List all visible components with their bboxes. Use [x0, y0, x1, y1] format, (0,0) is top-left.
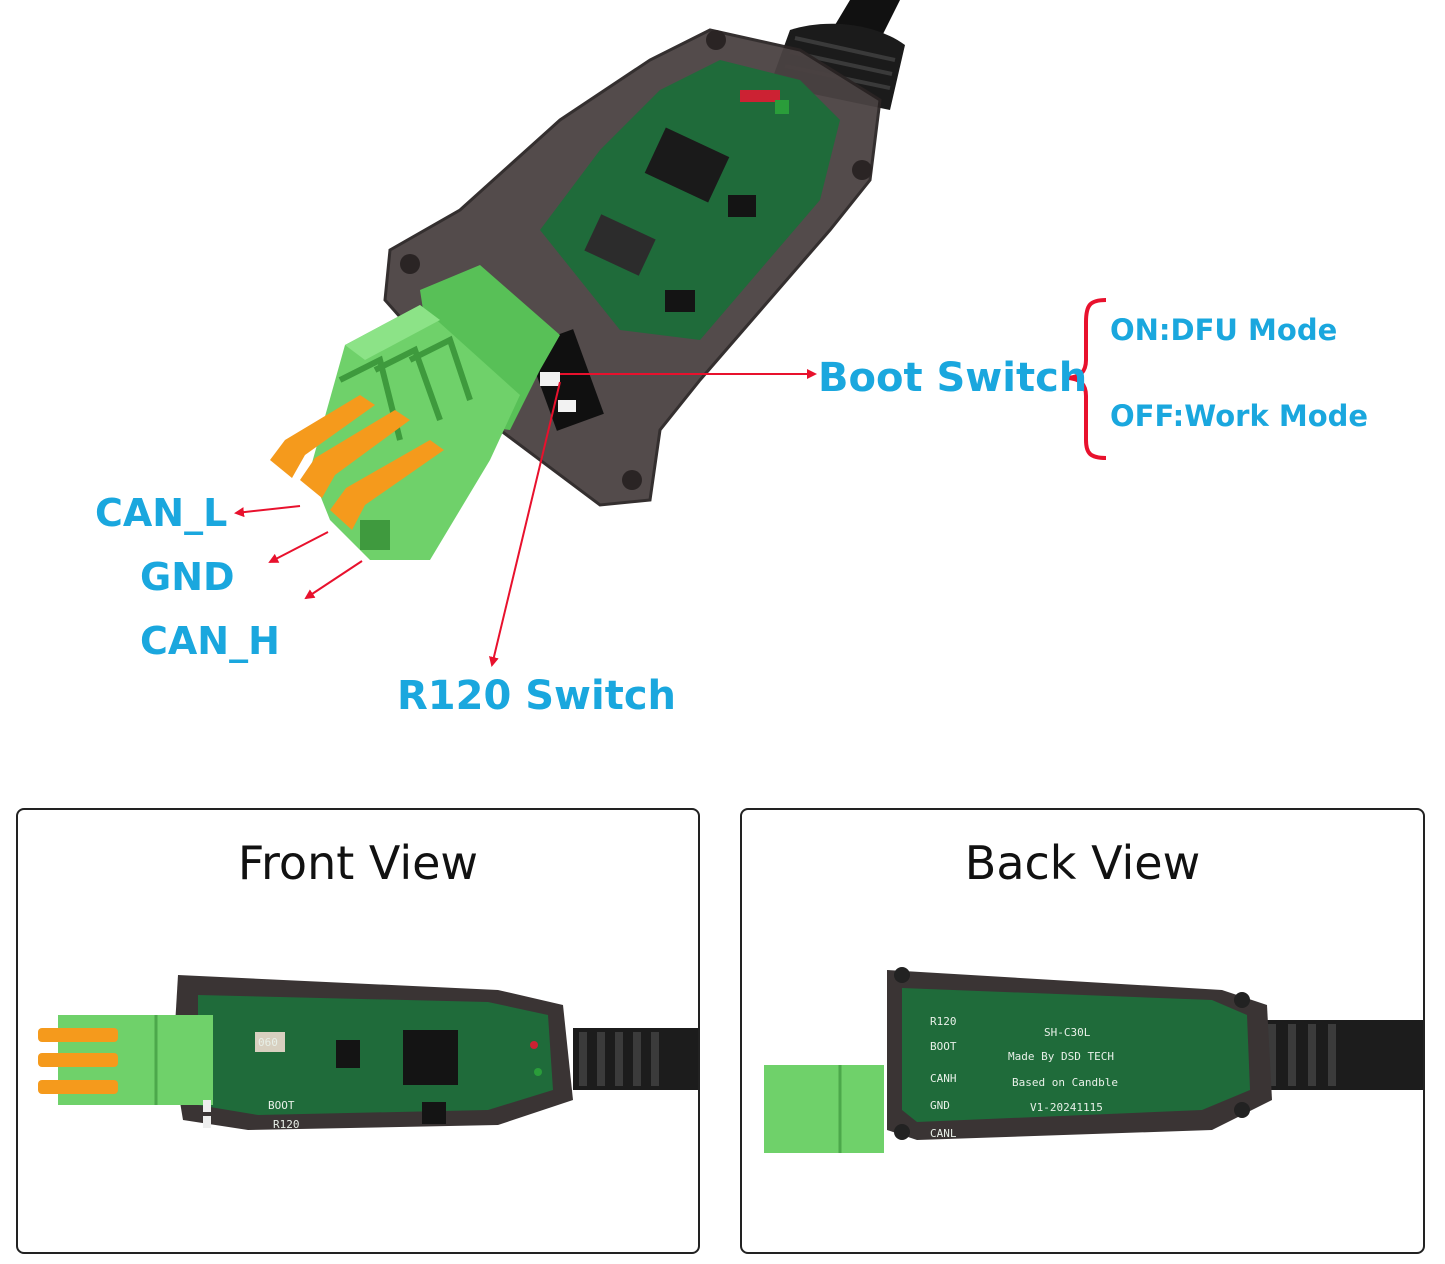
arrow-can-h [304, 560, 363, 600]
silk-r120: R120 [930, 1015, 957, 1028]
back-view-device: R120 BOOT CANH GND CANL SH-C30L Made By … [764, 967, 1423, 1153]
orange-levers [270, 395, 444, 530]
silk-r120: R120 [273, 1118, 300, 1131]
r120-switch-label: R120 Switch [397, 673, 677, 719]
silk-made-by: Made By DSD TECH [1008, 1050, 1114, 1063]
can-l-label: CAN_L [95, 491, 228, 535]
silk-model: SH-C30L [1044, 1026, 1091, 1039]
arrow-r120 [489, 381, 561, 667]
silk-boot: BOOT [268, 1099, 295, 1112]
transceiver-chip [665, 290, 695, 312]
silk-060: 060 [258, 1036, 278, 1049]
r120-switch-lever [558, 400, 576, 412]
silk-based-on: Based on Candble [1012, 1076, 1118, 1089]
boot-switch-label: Boot Switch [818, 355, 1088, 401]
top-device-diagram [234, 0, 1107, 667]
front-view-device: 060 BOOT R120 [38, 975, 698, 1131]
lever-can-h [38, 1080, 118, 1094]
terminal-block [764, 1065, 884, 1153]
callout-arrows [234, 369, 817, 667]
silk-boot: BOOT [930, 1040, 957, 1053]
silk-canl: CANL [930, 1127, 957, 1140]
boot-switch-lever [540, 372, 560, 386]
arrow-can-l [234, 505, 301, 518]
mcu-chip [403, 1030, 458, 1085]
regulator-chip [422, 1102, 446, 1124]
boot-on-label: ON:DFU Mode [1110, 313, 1338, 347]
regulator-chip [728, 195, 756, 217]
boot-options-brace [1067, 298, 1107, 460]
back-view-title: Back View [964, 836, 1201, 890]
arrow-gnd [268, 531, 329, 563]
front-view-title: Front View [237, 836, 479, 890]
gnd-label: GND [140, 555, 235, 599]
silk-version: V1-20241115 [1030, 1101, 1103, 1114]
silk-gnd: GND [930, 1099, 950, 1112]
can-chip [584, 214, 656, 276]
front-view-panel: 060 BOOT R120 Front View [16, 808, 700, 1254]
lever-can-l [38, 1028, 118, 1042]
mcu-chip [644, 127, 730, 203]
can-chip [336, 1040, 360, 1068]
boot-off-label: OFF:Work Mode [1110, 399, 1369, 433]
lever-gnd [38, 1053, 118, 1067]
can-h-label: CAN_H [140, 619, 280, 663]
silk-canh: CANH [930, 1072, 957, 1085]
pcb-board [540, 60, 840, 340]
back-view-panel: R120 BOOT CANH GND CANL SH-C30L Made By … [740, 808, 1425, 1254]
